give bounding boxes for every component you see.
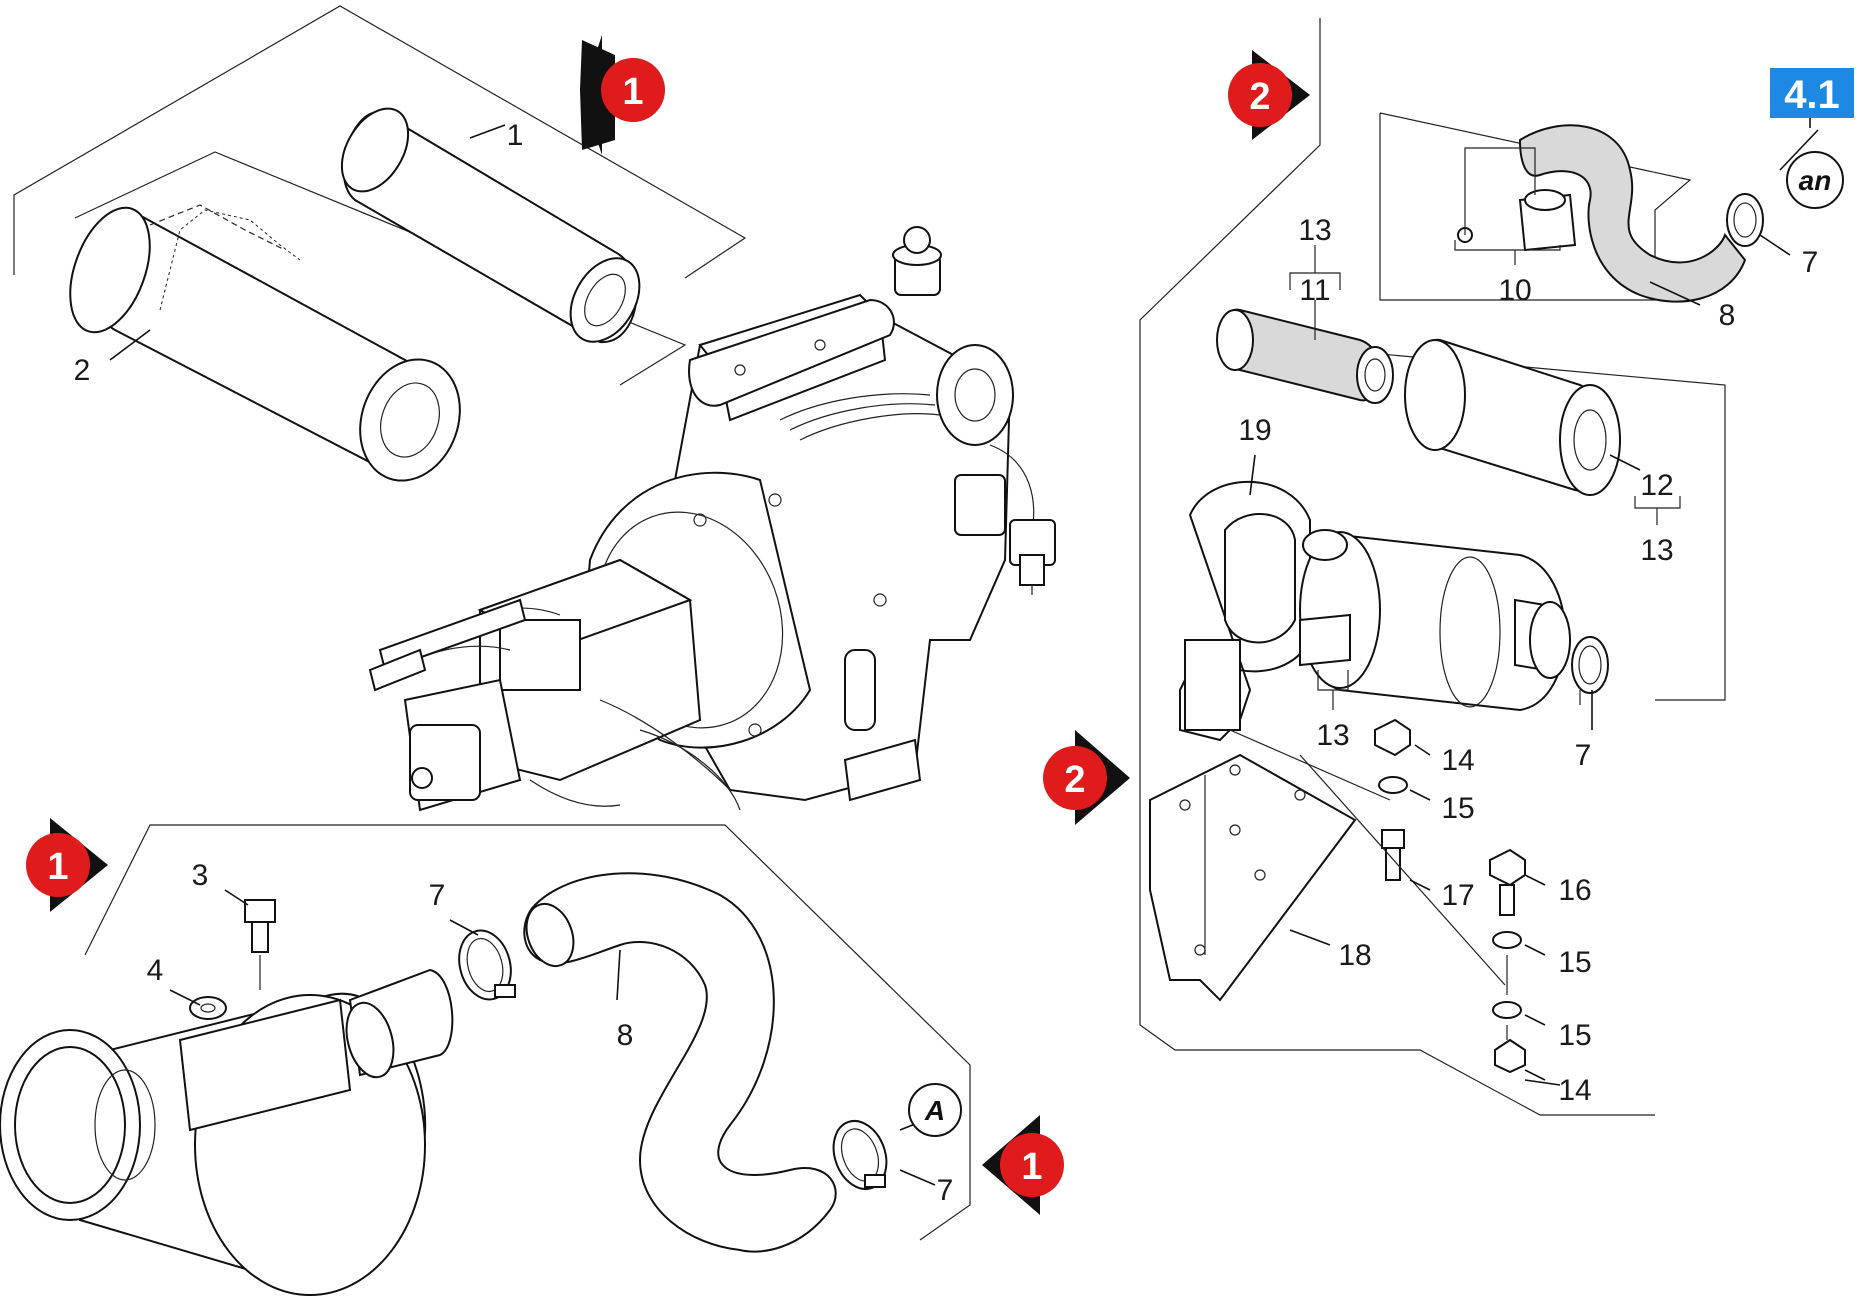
- label-10: 10: [1498, 274, 1531, 307]
- label-12: 12: [1640, 469, 1673, 502]
- label-17: 17: [1441, 879, 1474, 912]
- label-15-b: 15: [1558, 946, 1591, 979]
- tag-a: A: [908, 1083, 962, 1137]
- label-13-b: 13: [1640, 534, 1673, 567]
- label-8-a: 8: [617, 1019, 634, 1052]
- label-3: 3: [192, 859, 209, 892]
- label-8-b: 8: [1719, 299, 1736, 332]
- svg-text:4.1: 4.1: [1784, 73, 1840, 117]
- label-2: 2: [74, 354, 91, 387]
- label-7-c: 7: [1575, 739, 1592, 772]
- label-11: 11: [1299, 274, 1330, 307]
- filter-group-top-left: [13, 5, 747, 482]
- svg-text:an: an: [1799, 165, 1832, 196]
- svg-text:2: 2: [1064, 759, 1085, 801]
- label-7-b: 7: [937, 1174, 954, 1207]
- hose-group-bottom-left: [0, 824, 971, 1296]
- mounting-strap-19: [1179, 480, 1311, 742]
- section-marker-2-middle[interactable]: 2: [1043, 730, 1130, 825]
- svg-text:2: 2: [1249, 76, 1270, 118]
- label-15-a: 15: [1441, 792, 1474, 825]
- inner-filter-11: [1216, 308, 1394, 404]
- section-marker-2-top[interactable]: 2: [1228, 50, 1310, 140]
- label-14-b: 14: [1558, 1074, 1591, 1107]
- label-19: 19: [1238, 414, 1271, 447]
- label-1: 1: [507, 119, 524, 152]
- label-7-a: 7: [429, 879, 446, 912]
- hose-8-grey: [1518, 124, 1747, 303]
- air-cleaner-housing: [1299, 529, 1571, 712]
- label-14-a: 14: [1441, 744, 1474, 777]
- outer-filter-element: [69, 204, 461, 482]
- callout-labels: 1 2 3 4 7 8 7 13 11 19 12 13 13 7 14 15 …: [74, 119, 1819, 1207]
- section-badge[interactable]: 4.1: [1770, 68, 1854, 118]
- air-cleaner-group-right: [1139, 18, 1819, 1116]
- tag-an: an: [1786, 151, 1844, 209]
- label-13-c: 13: [1316, 719, 1349, 752]
- svg-text:A: A: [924, 1095, 945, 1126]
- svg-text:1: 1: [622, 71, 643, 113]
- engine-assembly: [368, 226, 1056, 812]
- outer-filter-12: [1404, 338, 1621, 496]
- label-18: 18: [1338, 939, 1371, 972]
- label-7-d: 7: [1802, 246, 1819, 279]
- svg-text:1: 1: [1021, 1146, 1042, 1188]
- inner-filter-element: [340, 107, 641, 344]
- label-15-c: 15: [1558, 1019, 1591, 1052]
- label-13-a: 13: [1298, 214, 1331, 247]
- svg-text:1: 1: [47, 846, 68, 888]
- label-4: 4: [147, 954, 164, 987]
- section-marker-1-left[interactable]: 1: [26, 818, 108, 912]
- label-16: 16: [1558, 874, 1591, 907]
- section-marker-1-bottom[interactable]: 1: [982, 1115, 1064, 1215]
- section-marker-1-top[interactable]: 1: [580, 35, 665, 155]
